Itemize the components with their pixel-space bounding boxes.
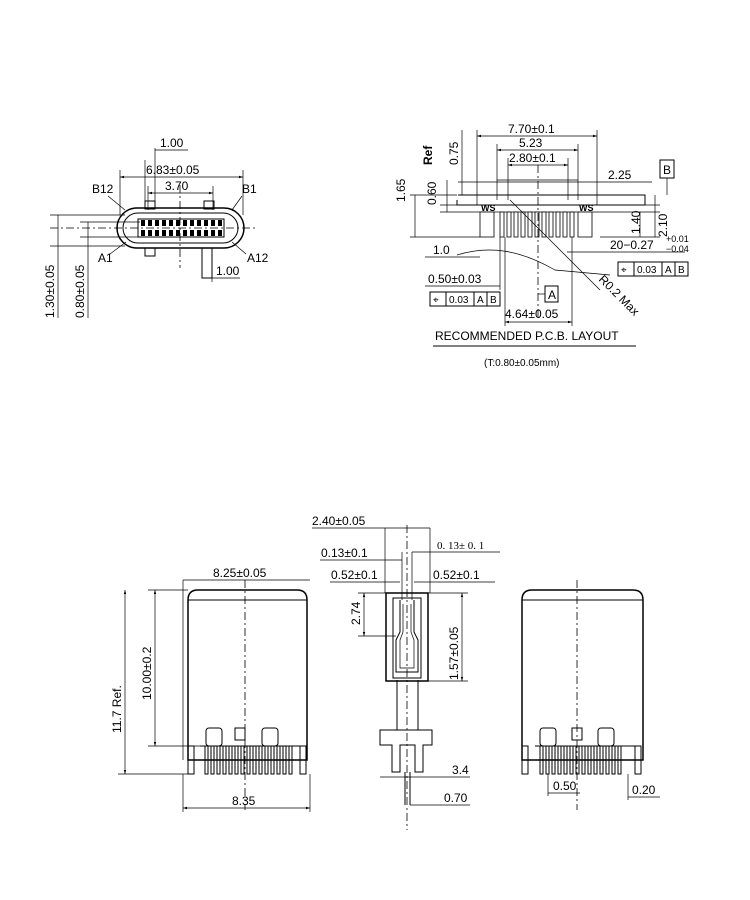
- svg-text:0.03: 0.03: [637, 265, 657, 276]
- dim-052-left: 0.52±0.1: [331, 568, 378, 582]
- svg-text:A: A: [477, 295, 484, 306]
- dim-013-left: 0.13±0.1: [321, 546, 368, 560]
- pcb-thickness-note: (T:0.80±0.05mm): [484, 358, 560, 369]
- gtol-frame-right: ⌖ 0.03 A B: [617, 261, 689, 277]
- svg-text:⌖: ⌖: [433, 295, 439, 306]
- svg-text:B: B: [490, 295, 497, 306]
- front-view: 1.00 6.83±0.05 3.70 B12 B1 A1 A12 1.00 1…: [43, 136, 269, 318]
- dim-117: 11.7 Ref.: [110, 685, 124, 733]
- dim-overall: 7.70±0.1: [508, 122, 555, 136]
- dim-pads: 20−0.27: [610, 238, 654, 252]
- pcb-layout-title: RECOMMENDED P.C.B. LAYOUT: [435, 329, 619, 343]
- pad-label-left: WS: [481, 203, 496, 213]
- dim-10: 1.0: [433, 243, 450, 257]
- dim-523: 5.23: [519, 136, 543, 150]
- dim-050: 0.50±0.03: [428, 272, 482, 286]
- pins-right-view: [521, 745, 642, 775]
- dim-height-outer: 1.30±0.05: [43, 264, 57, 318]
- dim-pads-tol-plus: +0.01: [666, 234, 689, 244]
- label-a1: A1: [98, 251, 113, 265]
- dim-width: 6.83±0.05: [146, 163, 200, 177]
- dim-013-right: 0. 13± 0. 1: [437, 540, 484, 552]
- dim-070: 0.70: [444, 791, 468, 805]
- pad-label-right: WS: [579, 203, 594, 213]
- dim-pads-tol-minus: −0.04: [666, 244, 689, 254]
- svg-text:0.03: 0.03: [449, 295, 469, 306]
- dim-280: 2.80±0.1: [509, 151, 556, 165]
- contacts-bottom-row: [141, 230, 222, 236]
- contacts-top-row: [141, 220, 222, 226]
- dim-34: 3.4: [452, 763, 469, 777]
- dim-bottom-pitch: 1.00: [216, 264, 240, 278]
- dim-ref: Ref: [421, 145, 435, 165]
- dim-825: 8.25±0.05: [213, 566, 267, 580]
- dim-274: 2.74: [349, 601, 363, 625]
- gtol-frame-left: ⌖ 0.03 A B: [429, 291, 501, 307]
- label-b1: B1: [242, 182, 257, 196]
- dim-height-inner: 0.80±0.05: [73, 264, 87, 318]
- dim-052-right: 0.52±0.1: [433, 568, 480, 582]
- datum-b: B: [663, 163, 671, 177]
- dim-inner-width: 3.70: [165, 179, 189, 193]
- dim-835: 8.35: [232, 794, 256, 808]
- datum-a: A: [548, 288, 556, 302]
- pcb-pads: [479, 211, 593, 238]
- dim-464: 4.64±0.05: [505, 307, 559, 321]
- dim-240: 2.40±0.05: [312, 514, 366, 528]
- dim-radius: R0.2 Max: [596, 272, 642, 318]
- dim-075: 0.75: [447, 141, 461, 165]
- dim-157: 1.57±0.05: [447, 626, 461, 680]
- side-view-right: 0.50 0.20: [521, 580, 660, 810]
- svg-text:⌖: ⌖: [621, 265, 627, 276]
- dim-225: 2.25: [608, 168, 632, 182]
- svg-text:A: A: [665, 265, 672, 276]
- dim-210: 2.10: [656, 213, 670, 237]
- dim-140: 1.40: [629, 210, 643, 234]
- dim-060: 0.60: [425, 181, 439, 205]
- label-b12: B12: [92, 182, 114, 196]
- svg-text:B: B: [678, 265, 685, 276]
- dim-top-pitch: 1.00: [160, 136, 184, 150]
- side-view-left: 8.25±0.05 10.00±0.2 11.7 Ref. 8.35: [110, 566, 311, 812]
- dim-020: 0.20: [632, 783, 656, 797]
- dim-1000: 10.00±0.2: [140, 646, 154, 700]
- dim-165: 1.65: [394, 178, 408, 202]
- side-view-middle: 2.40±0.05 0.13±0.1 0. 13± 0. 1 0.52±0.1 …: [312, 514, 500, 830]
- label-a12: A12: [247, 251, 269, 265]
- pcb-layout: WS WS 7.70±0.1 5.23 2.80±0.1 Ref 0.75 0.…: [394, 122, 689, 369]
- dim-050-pin: 0.50: [553, 779, 577, 793]
